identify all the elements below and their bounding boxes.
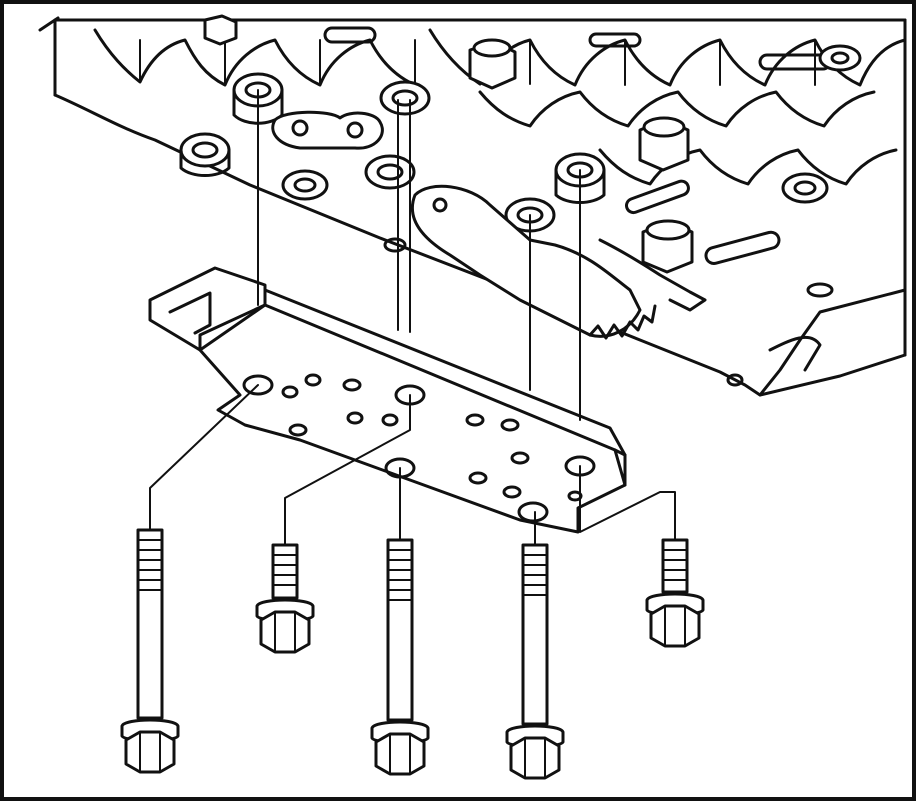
slot-1 (323, 26, 377, 44)
housing-lip (768, 335, 822, 372)
assembly-nut-3 (641, 219, 694, 274)
plate-hole-10 (465, 413, 485, 427)
boss-9 (818, 44, 862, 72)
bolt-5 (645, 538, 705, 648)
slot-5 (704, 230, 781, 266)
bolt-1 (120, 528, 180, 774)
plate-hole-12 (510, 451, 530, 465)
plate-hole-2 (281, 385, 299, 399)
valve-body-assembly (38, 14, 907, 397)
plate-hole-14 (502, 485, 522, 499)
bolt-3 (370, 538, 430, 776)
plate-hole-11 (500, 418, 520, 432)
slot-4 (625, 179, 690, 215)
plate-hole-7 (346, 411, 364, 425)
hole-a (383, 237, 407, 253)
boss-5 (281, 169, 329, 201)
assembly-nut-4 (203, 14, 238, 46)
plate-hole-15 (517, 501, 549, 523)
alignment-lines (149, 89, 676, 546)
bolt-2 (255, 543, 315, 654)
boss-3 (179, 132, 231, 177)
bolt-4 (505, 543, 565, 780)
mounting-plate (148, 266, 627, 534)
link-bracket (271, 110, 384, 150)
plate-hole-3 (304, 373, 322, 387)
plate-hole-4 (342, 378, 362, 392)
plate-hole-13 (468, 471, 488, 485)
hole-c (806, 282, 834, 298)
plate-hole-1 (242, 374, 274, 396)
plate-hole-8 (381, 413, 399, 427)
assembly-nut-1 (468, 38, 517, 90)
assembly-nut-2 (638, 116, 690, 172)
detent-lever (410, 184, 707, 340)
slot-2 (588, 32, 642, 48)
plate-hole-6 (288, 423, 308, 437)
hole-b (726, 373, 744, 387)
boss-2 (379, 80, 431, 116)
boss-4 (364, 154, 416, 190)
boss-8 (781, 172, 829, 204)
